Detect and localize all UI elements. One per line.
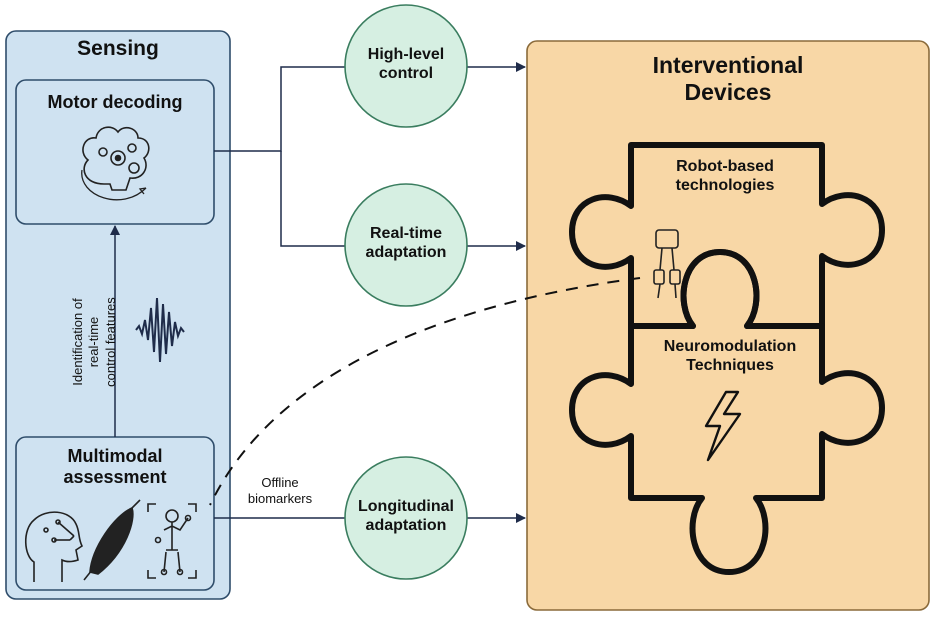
high-level-control-label: High-level control — [367, 46, 445, 82]
real-time-adaptation-label: Real-time adaptation — [365, 225, 447, 261]
neuromodulation-label: Neuromodulation Techniques — [663, 338, 797, 374]
robot-based-label: Robot-based technologies — [675, 158, 775, 194]
connector-real-time — [280, 151, 345, 247]
wave-signal-icon — [135, 297, 185, 363]
node-high-level-control — [344, 4, 468, 128]
offline-biomarkers-label: Offline biomarkers — [247, 475, 313, 506]
brain-gears-icon — [81, 126, 150, 201]
head-sensor-icon — [24, 511, 84, 582]
motion-capture-icon — [147, 503, 197, 579]
lightning-icon — [704, 390, 742, 462]
dashed-link-curve — [209, 277, 641, 506]
devices-panel — [526, 40, 930, 611]
devices-title: Interventional Devices — [652, 52, 804, 106]
longitudinal-adaptation-label: Longitudinal adaptation — [358, 498, 454, 534]
puzzle-piece-neuro — [569, 249, 885, 575]
node-longitudinal-adaptation — [344, 456, 468, 580]
sensing-title: Sensing — [77, 37, 159, 60]
exoskeleton-icon — [653, 229, 681, 299]
connector-high-level — [214, 66, 345, 152]
muscle-icon — [83, 499, 141, 581]
multimodal-assessment-title: Multimodal assessment — [63, 446, 167, 488]
motor-decoding-title: Motor decoding — [47, 92, 183, 112]
identification-label: Identification of real-time control feat… — [70, 297, 118, 387]
node-real-time-adaptation — [344, 183, 468, 307]
